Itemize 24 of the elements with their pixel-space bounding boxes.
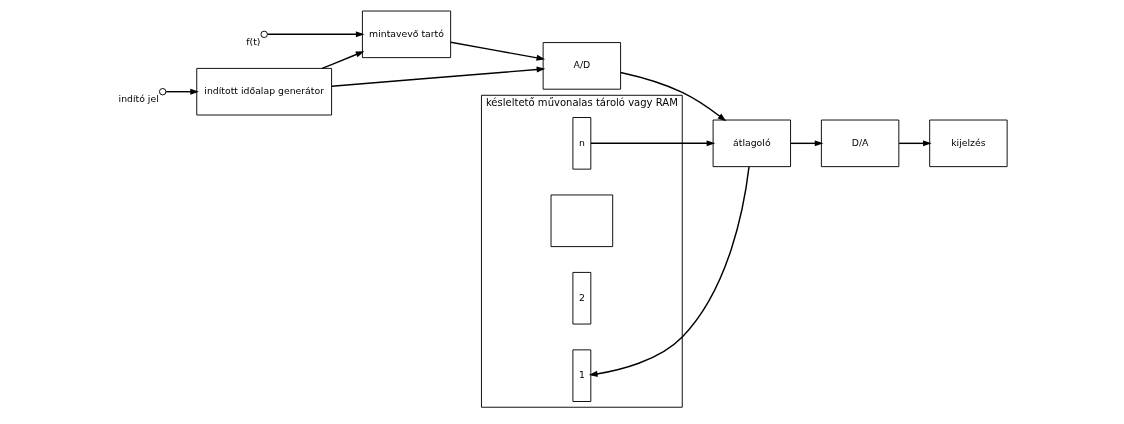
arrow	[164, 88, 199, 95]
arrow	[589, 140, 715, 147]
node-box: kijelzés	[928, 119, 1008, 168]
node-label: indító jel	[118, 93, 159, 105]
arrow	[789, 140, 823, 147]
node-box: 1	[571, 349, 591, 402]
node-circle	[259, 30, 268, 38]
node-box: A/D	[542, 42, 621, 90]
node-box: indított időalap generátor	[195, 67, 332, 116]
arrow	[330, 66, 545, 87]
node-circle	[158, 88, 166, 96]
node-box: n	[571, 117, 591, 170]
node-box	[550, 194, 613, 248]
arrow	[619, 71, 726, 122]
arrow	[321, 51, 364, 70]
arrow	[449, 41, 545, 61]
arrow	[588, 166, 750, 377]
node-box: mintavevő tartó	[361, 10, 451, 59]
node-box: átlagoló	[712, 119, 791, 168]
node-box: 2	[571, 271, 591, 325]
arrow	[266, 31, 364, 38]
node-box: D/A	[820, 119, 899, 168]
node-label: f(t)	[245, 36, 261, 48]
arrow	[897, 140, 932, 147]
